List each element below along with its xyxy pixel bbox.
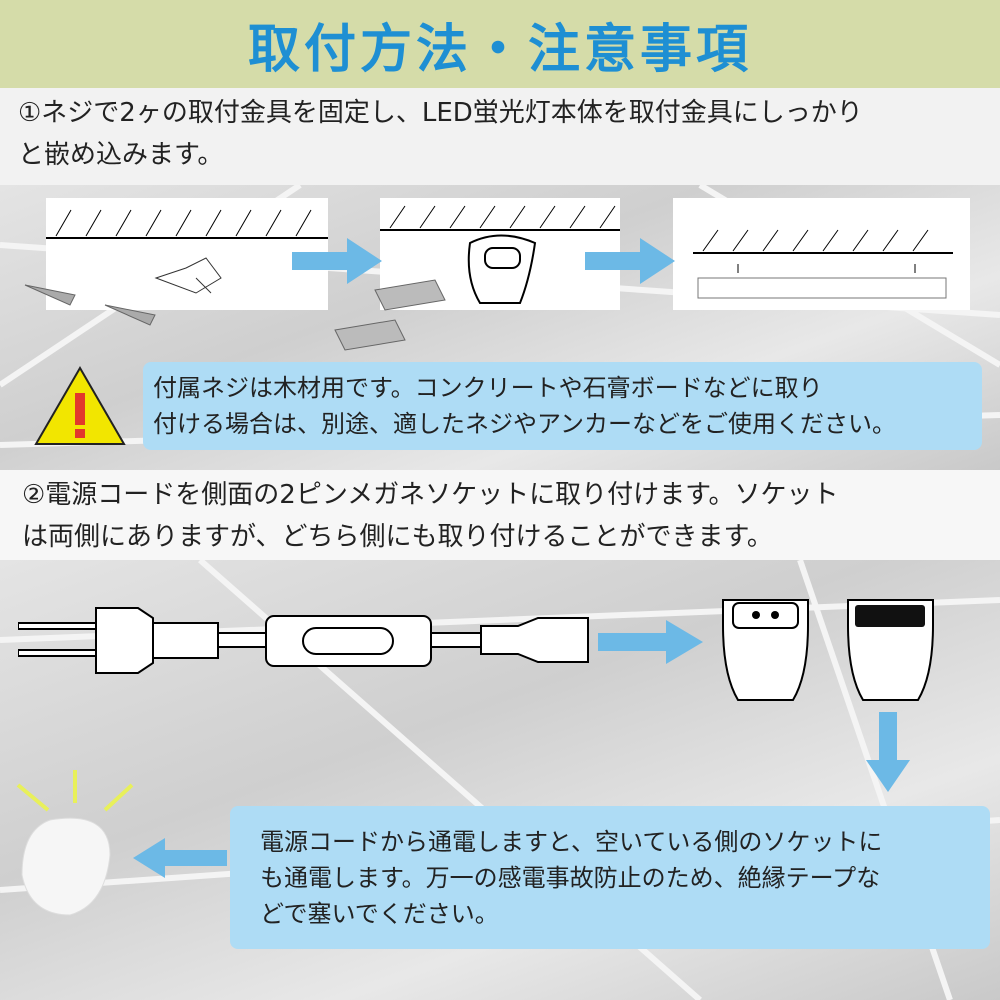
step2-instructions: ②電源コードを側面の2ピンメガネソケットに取り付けます。ソケット は両側にありま… <box>0 470 1000 560</box>
title-bar: 取付方法・注意事項 <box>0 0 1000 88</box>
page-title: 取付方法・注意事項 <box>247 19 752 80</box>
caution-note-line3: どで塞いでください。 <box>260 900 499 928</box>
arrow-right-icon <box>585 238 675 284</box>
electric-shock-icon <box>16 770 134 916</box>
warning-note-line2: 付ける場合は、別途、適したネジやアンカーなどをご使用ください。 <box>153 410 897 438</box>
step1-line1: ①ネジで2ヶの取付金具を固定し、LED蛍光灯本体を取付金具にしっかり <box>18 98 863 128</box>
caution-note-line1: 電源コードから通電しますと、空いている側のソケットに <box>260 828 883 856</box>
step2-line2: は両側にありますが、どちら側にも取り付けることができます。 <box>22 522 773 552</box>
arrow-left-icon <box>133 838 227 878</box>
arrow-down-icon <box>866 712 910 792</box>
step1-instructions: ①ネジで2ヶの取付金具を固定し、LED蛍光灯本体を取付金具にしっかり と嵌め込み… <box>0 88 1000 185</box>
socket-covered-icon <box>847 599 934 701</box>
arrow-right-icon <box>292 238 382 284</box>
mounting-bracket-icon <box>334 279 446 351</box>
caution-note: 電源コードから通電しますと、空いている側のソケットに も通電します。万一の感電事… <box>230 806 990 949</box>
step2-line1: ②電源コードを側面の2ピンメガネソケットに取り付けます。ソケット <box>22 480 839 510</box>
step1-illustration-bracket <box>380 198 620 310</box>
ceiling-grid <box>0 560 1000 1000</box>
caution-note-line2: も通電します。万一の感電事故防止のため、絶縁テープな <box>260 864 881 892</box>
step1-illustration-tube <box>673 198 970 310</box>
screw-icon <box>24 284 156 326</box>
step1-line2: と嵌め込みます。 <box>18 140 224 170</box>
step1-illustration-screws <box>46 198 328 310</box>
socket-two-pin-icon <box>722 599 809 701</box>
warning-note: 付属ネジは木材用です。コンクリートや石膏ボードなどに取り 付ける場合は、別途、適… <box>143 362 982 450</box>
arrow-right-icon <box>598 620 703 664</box>
bracket-illustration <box>380 205 620 304</box>
power-cord-illustration <box>18 607 589 674</box>
warning-icon <box>34 366 126 445</box>
tube-illustration <box>693 229 953 299</box>
ceiling-hatch-illustration <box>46 209 328 294</box>
warning-note-line1: 付属ネジは木材用です。コンクリートや石膏ボードなどに取り <box>153 374 823 402</box>
